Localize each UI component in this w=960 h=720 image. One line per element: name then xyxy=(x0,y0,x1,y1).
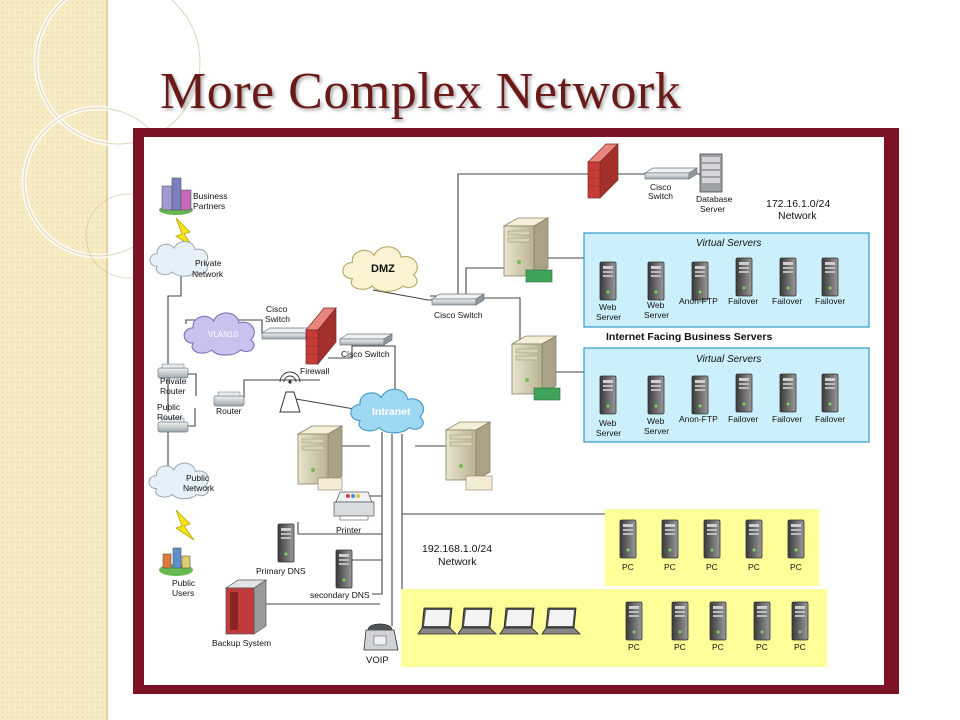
database-icon xyxy=(699,153,723,193)
label-server-3: Server xyxy=(596,428,621,438)
label-virtual-servers-bottom: Virtual Servers xyxy=(696,354,761,365)
label-printer: Printer xyxy=(336,525,361,535)
label-failover-5: Failover xyxy=(772,414,802,424)
label-public-users-1: Public xyxy=(172,578,196,588)
label-web-4: Web xyxy=(647,416,665,426)
label-failover-4: Failover xyxy=(728,414,758,424)
label-pc: PC xyxy=(674,642,686,652)
users-icon xyxy=(159,547,193,576)
label-firewall: Firewall xyxy=(300,366,329,376)
label-pc: PC xyxy=(622,562,634,572)
label-net192-1: 192.168.1.0/24 xyxy=(422,543,492,555)
label-private-router-2: Router xyxy=(160,386,186,396)
printer-icon xyxy=(333,491,375,521)
backup-storage-icon xyxy=(224,579,268,635)
label-web-1: Web xyxy=(599,302,617,312)
switch-icon xyxy=(339,333,393,346)
label-failover-2: Failover xyxy=(772,296,802,306)
building-icon xyxy=(159,177,193,215)
label-anon-ftp-2: Anon-FTP xyxy=(679,414,718,424)
label-failover-3: Failover xyxy=(815,296,845,306)
firewall-icon xyxy=(587,143,619,199)
label-pc: PC xyxy=(790,562,802,572)
label-private-router-1: Private xyxy=(160,376,187,386)
label-public-router-1: Public xyxy=(157,402,181,412)
label-business-partners-1: Business xyxy=(193,191,228,201)
label-cisco-switch-top-1: Cisco xyxy=(650,182,672,192)
label-vlan: VLAN10 xyxy=(208,330,238,339)
label-net172-1: 172.16.1.0/24 xyxy=(766,198,830,210)
label-voip: VOIP xyxy=(366,655,389,666)
label-public-router-2: Router xyxy=(157,412,183,422)
side-decor-edge xyxy=(106,0,108,720)
label-public-users-2: Users xyxy=(172,588,194,598)
label-business-partners-2: Partners xyxy=(193,201,225,211)
label-failover-1: Failover xyxy=(728,296,758,306)
virtual-servers-box-bottom xyxy=(583,347,870,443)
label-primary-dns: Primary DNS xyxy=(256,566,306,576)
label-failover-6: Failover xyxy=(815,414,845,424)
phone-icon xyxy=(363,623,399,651)
label-secondary-dns: secondary DNS xyxy=(310,590,370,600)
label-anon-ftp-1: Anon-FTP xyxy=(679,296,718,306)
label-web-2: Web xyxy=(647,300,665,310)
virtual-servers-box-top xyxy=(583,232,870,328)
lightning-icon xyxy=(175,509,195,541)
label-cisco-switch-b: Cisco Switch xyxy=(341,349,390,359)
server-icon xyxy=(297,425,343,491)
label-pc: PC xyxy=(748,562,760,572)
label-dmz: DMZ xyxy=(371,263,395,275)
server-icon xyxy=(511,335,561,401)
label-net172-2: Network xyxy=(778,210,817,222)
label-cisco-switch-top-2: Switch xyxy=(648,191,673,201)
label-net192-2: Network xyxy=(438,556,477,568)
label-pc: PC xyxy=(706,562,718,572)
label-intranet: Intranet xyxy=(372,406,411,418)
label-server-2: Server xyxy=(644,310,669,320)
switch-icon xyxy=(431,293,485,306)
slide-title: More Complex Network xyxy=(160,63,682,120)
label-pc: PC xyxy=(756,642,768,652)
label-server-1: Server xyxy=(596,312,621,322)
label-cisco-switch-a-2: Switch xyxy=(265,314,290,324)
label-private-network-2: Network xyxy=(192,269,224,279)
label-cisco-switch-a-1: Cisco xyxy=(266,304,288,314)
side-decor-strip xyxy=(0,0,106,720)
label-pc: PC xyxy=(794,642,806,652)
label-server-4: Server xyxy=(644,426,669,436)
server-icon xyxy=(503,217,553,283)
switch-icon xyxy=(644,167,698,180)
label-database-server-1: Database xyxy=(696,194,733,204)
label-database-server-2: Server xyxy=(700,204,725,214)
label-internet-facing: Internet Facing Business Servers xyxy=(606,331,772,343)
firewall-icon xyxy=(305,307,337,365)
label-public-network-2: Network xyxy=(183,483,215,493)
label-private-network-1: Private xyxy=(195,258,222,268)
label-backup-system: Backup System xyxy=(212,638,271,648)
label-pc: PC xyxy=(712,642,724,652)
wireless-ap-icon xyxy=(279,371,301,413)
label-pc: PC xyxy=(664,562,676,572)
label-public-network-1: Public xyxy=(186,473,210,483)
label-virtual-servers-top: Virtual Servers xyxy=(696,238,761,249)
label-pc: PC xyxy=(628,642,640,652)
label-router: Router xyxy=(216,406,242,416)
label-web-3: Web xyxy=(599,418,617,428)
server-icon xyxy=(445,421,493,491)
router-icon xyxy=(213,391,245,407)
label-cisco-switch-c: Cisco Switch xyxy=(434,310,483,320)
